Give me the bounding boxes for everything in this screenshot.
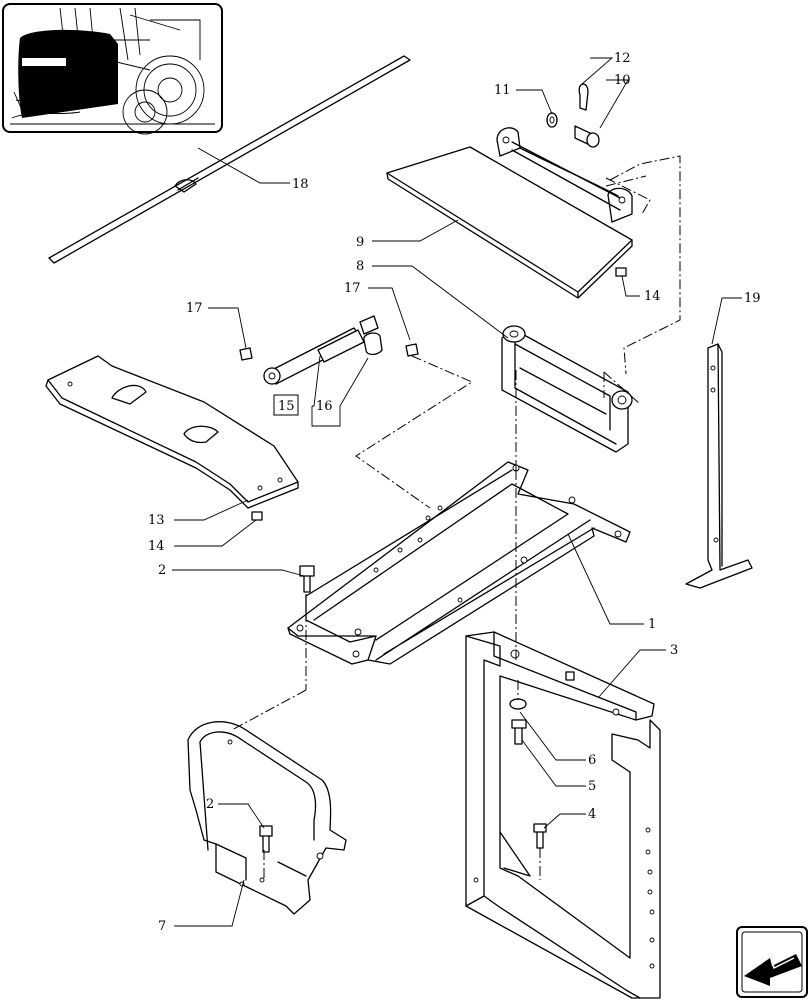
callout-5: 5 bbox=[588, 779, 596, 794]
part-cover-plate bbox=[45, 355, 299, 509]
part-stand-frame bbox=[465, 631, 661, 999]
part-support-bracket bbox=[501, 325, 633, 453]
callout-17-right: 17 bbox=[344, 281, 361, 296]
part-post bbox=[685, 343, 753, 589]
part-strap bbox=[48, 55, 411, 264]
callout-2-upper: 2 bbox=[158, 563, 166, 578]
callout-2-lower: 2 bbox=[206, 797, 214, 812]
callout-7: 7 bbox=[158, 919, 166, 934]
callout-13: 13 bbox=[148, 513, 165, 528]
leader-lines bbox=[172, 57, 742, 927]
part-pin-set bbox=[546, 83, 600, 148]
part-gas-strut bbox=[239, 315, 419, 385]
callout-15: 15 bbox=[278, 399, 295, 414]
callout-11: 11 bbox=[494, 83, 511, 98]
part-handle-bracket bbox=[187, 721, 347, 915]
callout-19: 19 bbox=[744, 291, 761, 306]
callout-3: 3 bbox=[670, 643, 678, 658]
callout-1: 1 bbox=[648, 617, 656, 632]
callout-labels: 18 9 8 11 12 10 14 17 17 15 16 13 14 2 1… bbox=[148, 51, 761, 934]
callout-14-lower: 14 bbox=[148, 539, 165, 554]
part-main-frame bbox=[287, 461, 631, 665]
callout-8: 8 bbox=[356, 259, 364, 274]
part-platform-plate bbox=[386, 127, 633, 299]
part-nut-lower bbox=[251, 511, 263, 521]
part-bolt-stand bbox=[509, 698, 547, 849]
callout-14-upper: 14 bbox=[644, 289, 661, 304]
part-bolt-upper bbox=[299, 565, 315, 593]
back-arrow-icon[interactable] bbox=[736, 926, 808, 998]
callout-15-box bbox=[273, 394, 299, 416]
part-nut-upper bbox=[615, 267, 627, 277]
tractor-thumbnail-icon bbox=[2, 3, 223, 135]
callout-12: 12 bbox=[614, 51, 631, 66]
callout-4: 4 bbox=[588, 807, 596, 822]
callout-6: 6 bbox=[588, 753, 596, 768]
callout-16: 16 bbox=[316, 399, 333, 414]
callout-18: 18 bbox=[292, 177, 309, 192]
callout-10: 10 bbox=[614, 73, 631, 88]
callout-9: 9 bbox=[356, 235, 364, 250]
callout-17-left: 17 bbox=[186, 301, 203, 316]
alignment-lines bbox=[231, 155, 681, 880]
